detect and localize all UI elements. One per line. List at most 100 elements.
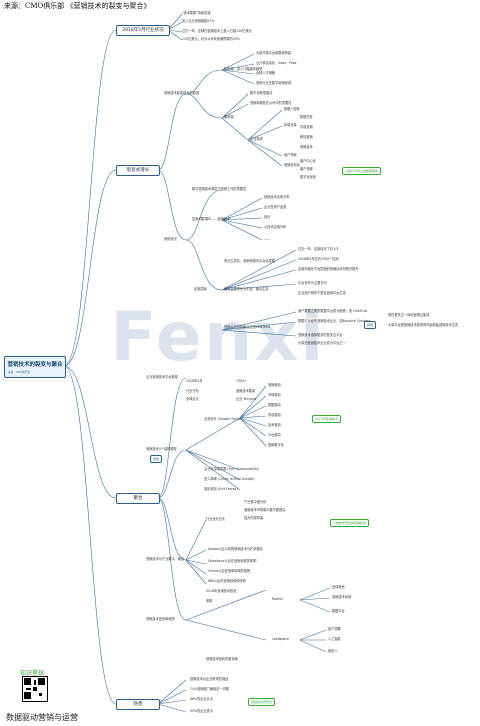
connector-root-s3	[63, 365, 117, 499]
node-text: 营销驱动	[268, 383, 281, 387]
root-subtitle: 来源：CMO俱乐部	[8, 371, 30, 374]
node-text: 数据+流程	[284, 107, 300, 111]
footer-text: 数据驱动营销与运营	[6, 713, 78, 722]
node-text: 技术驱动	[268, 423, 281, 427]
node-text: 用户洞察	[328, 627, 341, 631]
node-text: 平台驱动	[268, 433, 281, 437]
node-text: 内容营销	[300, 125, 313, 129]
node-text: 大量的营销技术企业成为平台之一	[298, 341, 346, 345]
connector-root-s1	[63, 29, 117, 367]
node-text: 其他状况	[164, 237, 177, 241]
node-text: 业务增长 (Growth Force)	[204, 417, 242, 421]
node-text: 数据平台	[332, 609, 345, 613]
node-text: 营销自动化	[284, 163, 300, 167]
tag-blue: 其他	[364, 321, 377, 329]
tag-green: 以客户为中心的数据驱动	[342, 167, 382, 175]
node-text: 平台化作为主要方向	[298, 281, 327, 285]
node-text: 强大的领导者	[244, 516, 264, 520]
node-text: 收购	[206, 599, 213, 603]
node-text: ——	[264, 237, 271, 241]
node-text: 企业需求	[250, 137, 263, 141]
node-text: 大量开源平台和基础构建	[256, 51, 292, 55]
node-text: 营销技术对企业带来的挑战	[190, 677, 229, 681]
node-text: 从技术应用分析	[264, 225, 287, 229]
node-text: 营销技术领域	[332, 595, 352, 599]
node-text: 营销数字化	[268, 443, 284, 447]
node-text: 退出机制 (Exit Forces)	[204, 487, 238, 491]
node-text: 7000+	[236, 379, 247, 383]
node-text: 内容驱动	[268, 413, 281, 417]
node-text: 营销技术应用分布	[264, 195, 290, 199]
node-text: 营销技术4个结构模型	[146, 447, 177, 451]
node-text: 66%的企业认为	[190, 697, 214, 701]
node-text: 数字化运营	[300, 175, 316, 179]
node-text: 进入障碍 (Limits to Firm Growth)	[204, 477, 255, 481]
node-text: 营销技术投资热度持续	[206, 657, 238, 661]
node-text: 全球投资	[332, 585, 345, 589]
node-text: 移动营销	[300, 135, 313, 139]
root-node[interactable]: 营销技术的裂变与聚合	[4, 356, 66, 378]
node-text: 营销技术与产业集中、聚合	[146, 557, 185, 561]
node-text: 营销和销售在公司中的重要性	[250, 101, 292, 105]
node-text: 营销云平台及聚合生态OneTrust	[224, 325, 271, 329]
node-text: 投资人	[328, 649, 338, 653]
node-text: 2018年5月共约7000个应用	[298, 257, 339, 261]
section-risk[interactable]: 隐患	[116, 699, 160, 710]
node-text: 私域流量	[284, 123, 297, 127]
tag-green: 营销技术的聚合	[248, 698, 276, 706]
section-status[interactable]: 2018年5月行业状况	[116, 25, 170, 36]
node-text: 市场驱动	[268, 393, 281, 397]
node-text: 125亿美元，约为公司年营销预算的29%	[182, 37, 240, 41]
node-text: 数字营销技术强化了营销工作的重要性	[192, 187, 247, 191]
node-text: 2018年5月	[186, 379, 203, 383]
node-text: 大量平台型营销技术提供商开始构建营销技术生态	[388, 323, 459, 327]
node-text: IBM以后在营销领域的收购	[208, 579, 246, 583]
node-text: 营销行业在数字营销领域	[256, 81, 292, 85]
node-text: Oracle以后在营销领域的收购	[208, 569, 251, 573]
node-text: 用户数据之类的数据平台成为趋势，如 OneTrust	[298, 309, 368, 313]
node-text: 全球人才储备	[256, 71, 276, 75]
node-text: 企业 Tennant	[236, 397, 257, 401]
node-text: 2018年营销技术投资	[206, 589, 237, 593]
node-text: 全球巨头	[186, 397, 199, 401]
node-text: 客户旅程	[300, 167, 313, 171]
qr-code[interactable]	[22, 676, 48, 702]
node-text: "技术集群"持续加速	[182, 11, 211, 15]
node-text: 企业在用户运营	[264, 205, 287, 209]
source-line: 来源：CMO俱乐部 《营销技术的裂变与聚合》	[4, 2, 151, 10]
node-text: 过去一年，应用增长了约1/3	[298, 247, 339, 251]
node-text: 现在更关注一体化营销云集成	[388, 313, 430, 317]
node-text: 增长	[264, 215, 271, 219]
node-text: 用户场景	[284, 153, 297, 157]
knowledge-planet-label: 知识星球	[20, 670, 45, 677]
node-text: 企业可持续发展 (Firm Sustainability)	[204, 467, 260, 471]
node-text: 营销技术市场集中度不断提高	[244, 508, 286, 512]
node-text: 营销技术选择更多的是关注平台	[298, 333, 343, 337]
connector-root-s2	[63, 169, 117, 367]
node-text: 行业龙头巨头	[206, 517, 226, 521]
section-aggregation[interactable]: 聚合	[116, 493, 160, 504]
node-text: 企业用户倾向于整合营销平台生态	[298, 291, 346, 295]
node-text: 应用层面	[194, 287, 207, 291]
node-text: Salesforce以后在营销领域的收购	[208, 559, 257, 563]
tag-green: 一种技术聚合的营销技术	[330, 519, 370, 527]
node-text: 加入企业营销版图27%	[182, 19, 215, 23]
node-text: 数据分析	[300, 115, 313, 119]
node-text: 数字化转型驱动	[250, 91, 273, 95]
node-text: 应用商城在平台层面的营销技术份额在提升	[298, 267, 359, 271]
node-text: 过去一年，全球在营销技术上投入已超120亿美元	[182, 29, 252, 33]
node-text: 供应端：进入门槛越来越低	[224, 67, 263, 71]
node-text: 数据平台级的营销技术企业，如Bayzinal Systems	[298, 319, 371, 323]
node-text: 云计算自动化、Saas、Paas	[256, 61, 297, 65]
node-text: 应用发展成长为平台，聚合生态	[224, 287, 269, 291]
section-fission[interactable]: 裂变式增长	[116, 165, 160, 176]
node-text: Leadspace	[272, 637, 290, 641]
node-text: 企业营销技术平台数量	[146, 375, 178, 379]
node-text: 74%营销部门面临这一问题	[190, 687, 229, 691]
tag-green: 2017年营销技术	[312, 415, 341, 423]
connector-root-s4	[63, 365, 117, 705]
node-text: 营销技术数量	[236, 389, 256, 393]
node-text: Adobe以后以收购营销技术为扩张路径	[208, 547, 263, 551]
node-text: 需求端	[224, 115, 234, 119]
